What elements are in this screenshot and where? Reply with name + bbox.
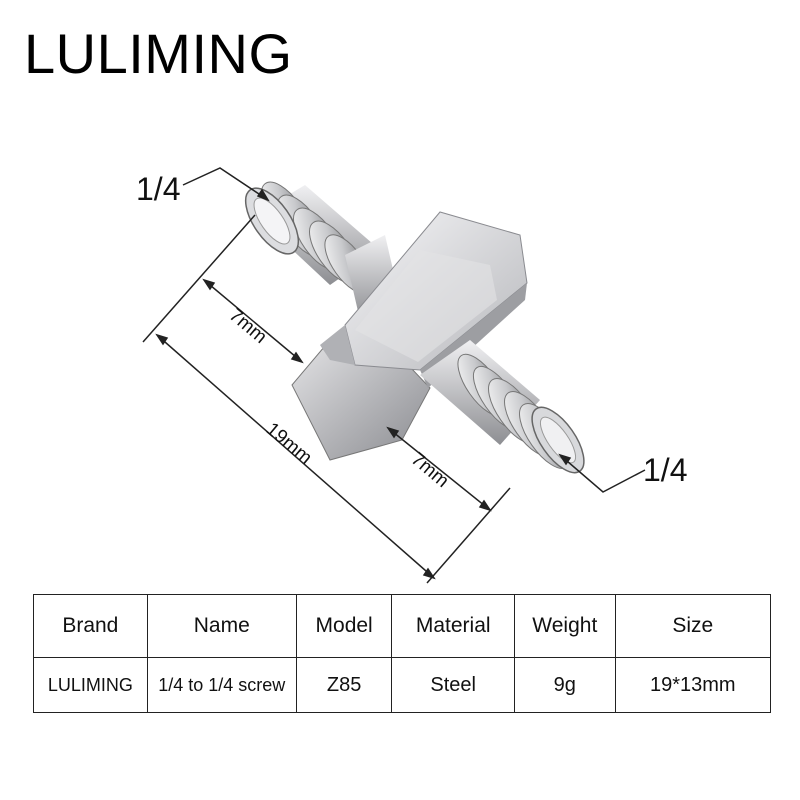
spec-header-material: Material [391,594,515,658]
spec-header-brand: Brand [33,594,148,658]
thread-left-label: 1/4 [136,171,180,207]
dimension-lines [142,167,646,584]
product-diagram: 1/4 1/4 7mm 7mm 19mm [136,167,687,584]
spec-value-row: LULIMING 1/4 to 1/4 screw Z85 Steel 9g 1… [33,657,772,713]
spec-value-model: Z85 [295,657,393,713]
hex-nut [291,211,528,461]
spec-table: Brand Name Model Material Weight Size LU… [33,594,772,713]
spec-header-weight: Weight [513,594,616,658]
dim-right-label: 7mm [407,449,453,492]
brand-title: LULIMING [24,22,293,85]
spec-value-size: 19*13mm [614,657,772,713]
spec-value-brand: LULIMING [33,657,148,713]
spec-value-name: 1/4 to 1/4 screw [146,657,297,713]
spec-header-model: Model [295,594,393,658]
right-thread [420,340,585,474]
thread-right-label: 1/4 [643,452,687,488]
spec-header-row: Brand Name Model Material Weight Size [33,594,772,658]
spec-value-material: Steel [391,657,515,713]
spec-value-weight: 9g [513,657,616,713]
dim-left-label: 7mm [225,305,271,348]
dim-total-label: 19mm [262,419,316,469]
spec-header-size: Size [614,594,772,658]
spec-header-name: Name [146,594,297,658]
